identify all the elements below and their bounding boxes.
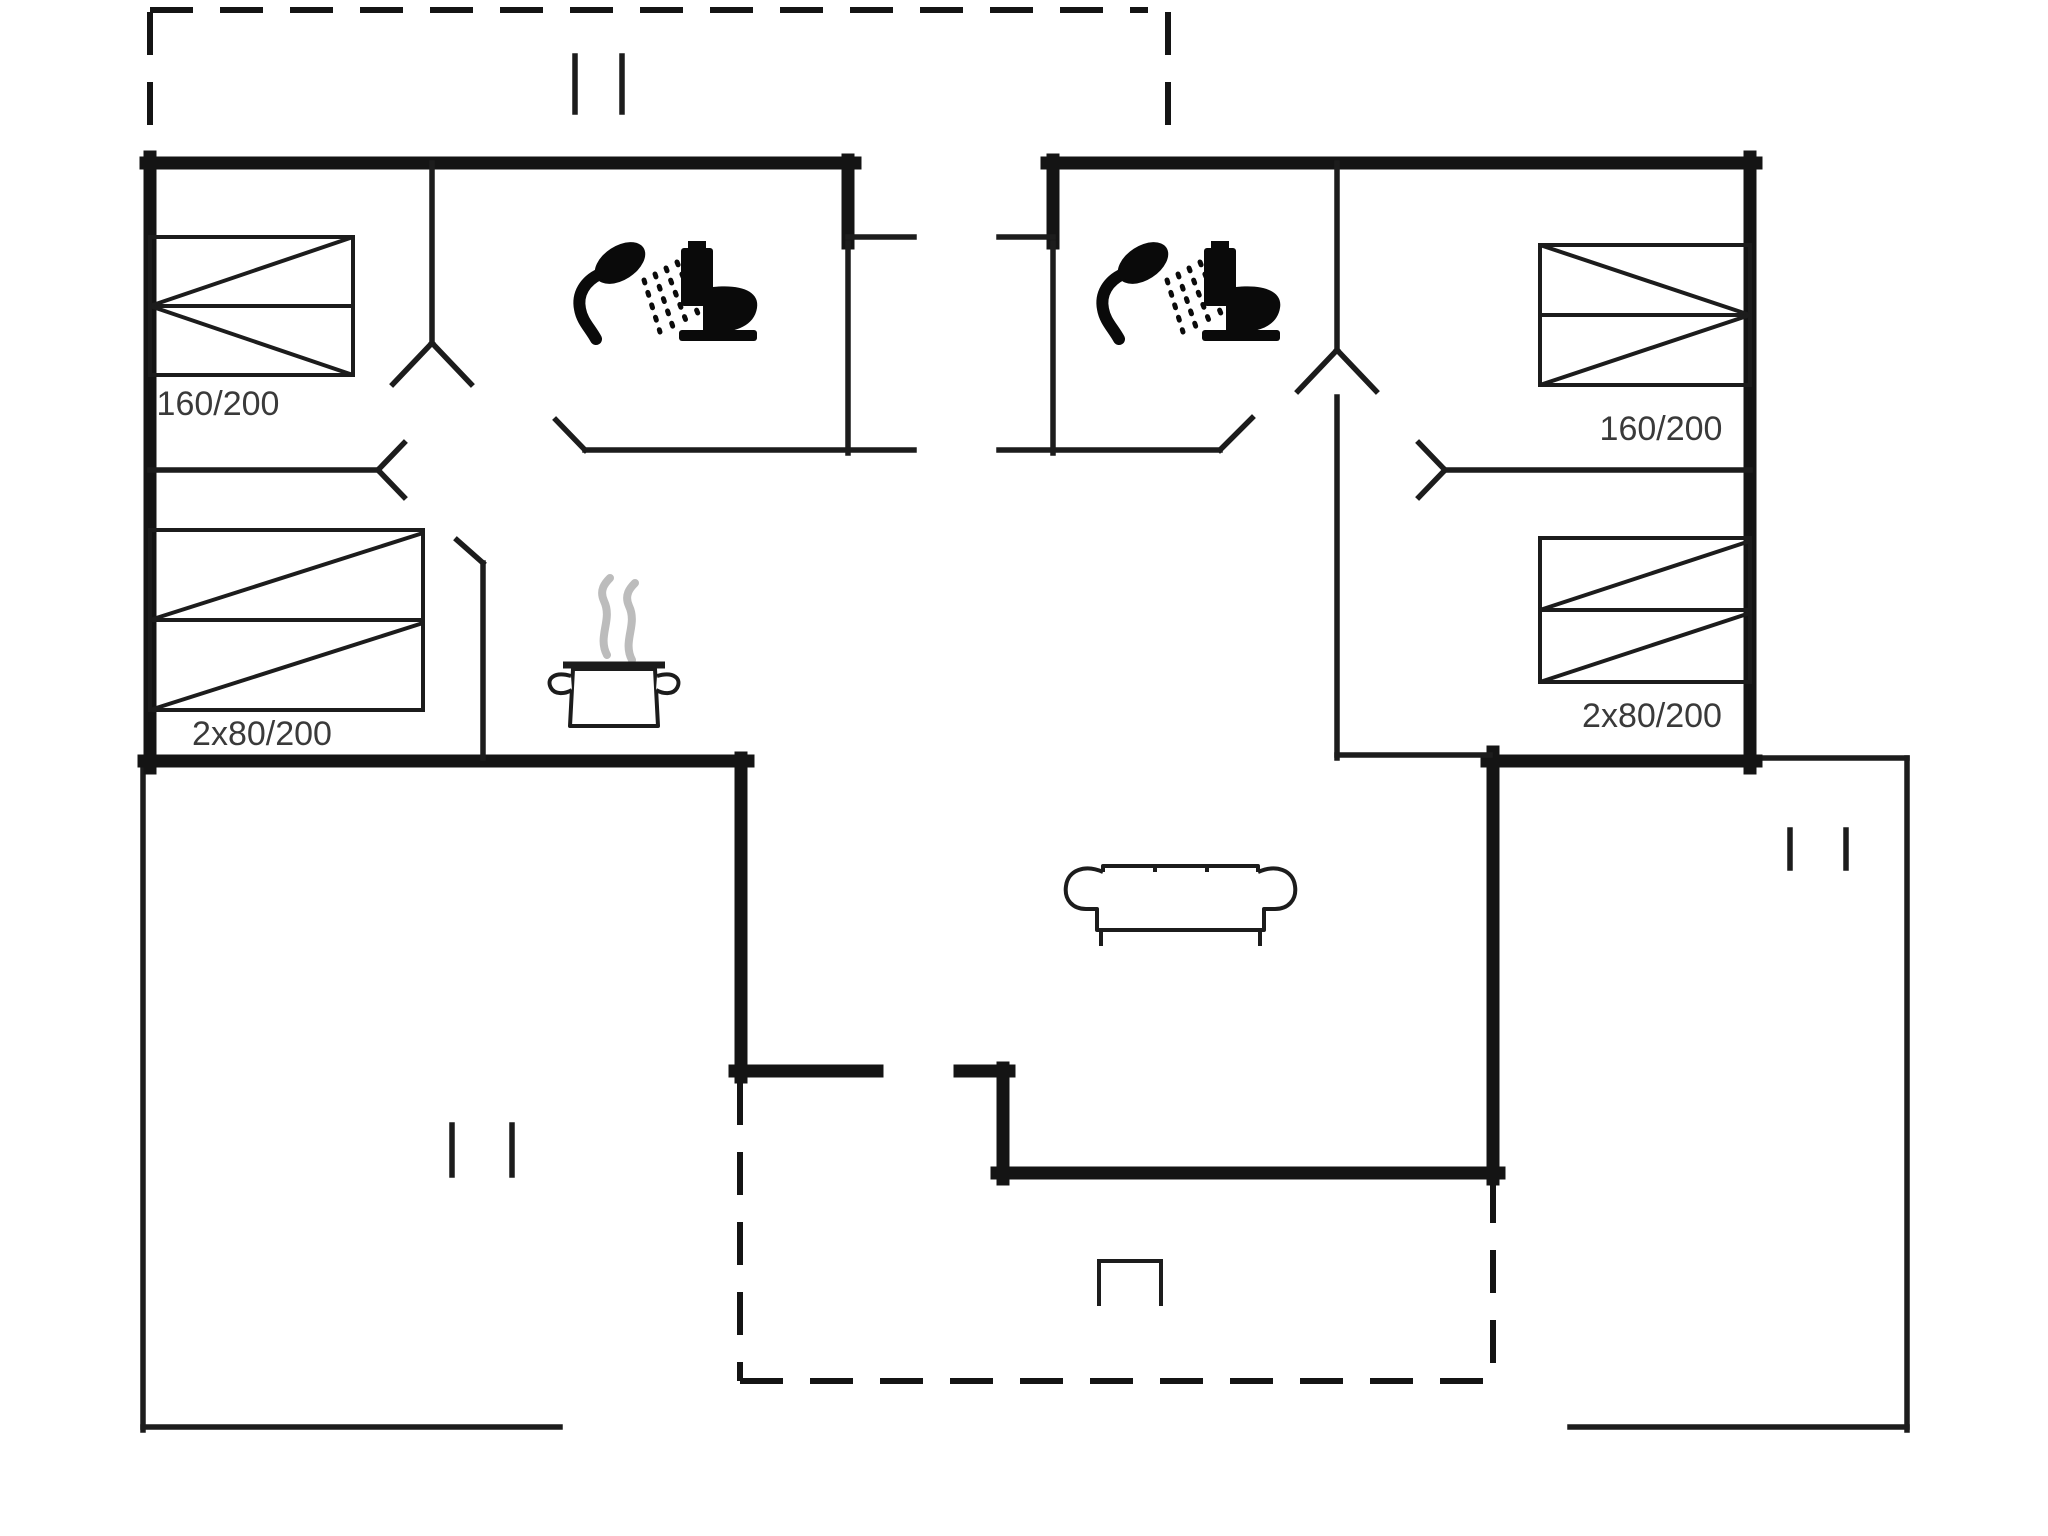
bed-diagonal-b — [149, 621, 424, 712]
bed-size-label-top-left: 160/200 — [157, 385, 280, 423]
bed-diagonal-b — [1539, 611, 1751, 684]
bedroom-bottom-left-door-leaf — [453, 536, 487, 567]
bed-top-left — [148, 235, 355, 377]
pot-handle-right — [655, 672, 681, 696]
bathroom-left-door-leaf — [552, 416, 589, 454]
steam-wisp — [598, 574, 614, 659]
toilet-icon — [1202, 241, 1281, 341]
sofa-icon — [1063, 864, 1298, 946]
bed-bottom-left — [148, 528, 425, 712]
bathroom-left-doors-leaf-b — [428, 339, 475, 388]
bed-diagonal-b — [149, 304, 354, 377]
bed-lower-half — [148, 618, 425, 712]
bed-size-label-top-right: 160/200 — [1600, 410, 1723, 448]
sofa-armrests-and-base — [1063, 866, 1298, 932]
terrace-top-dashed-outline — [147, 7, 1171, 157]
bed-diagonal-a — [1539, 539, 1751, 612]
bed-top-right — [1538, 243, 1752, 387]
bathroom-right-icons — [1096, 241, 1281, 345]
exterior-walls — [137, 150, 1763, 1186]
hall-right-door-leaf-b — [1415, 466, 1449, 501]
bed-diagonal-a — [1539, 243, 1751, 317]
bed-diagonal-a — [149, 235, 354, 308]
shower-icon — [573, 242, 704, 345]
side-terrace-boundaries — [140, 755, 1910, 1433]
pot-handle-left — [547, 672, 573, 696]
bed-diagonal-b — [1539, 313, 1751, 387]
bathroom-left-icons — [573, 241, 758, 345]
bed-bottom-right — [1538, 536, 1752, 684]
bed-lower-half — [1538, 608, 1752, 684]
bathroom-right-door-leaf — [1216, 414, 1256, 454]
pot-body — [568, 667, 660, 728]
window-ticks — [449, 53, 1849, 1178]
bathroom-left-doors-leaf-a — [389, 339, 436, 388]
toilet-icon — [679, 241, 758, 341]
terrace-bottom-dashed-outline — [737, 1082, 1496, 1384]
interior-walls — [147, 160, 1753, 761]
hall-right-door-leaf-a — [1415, 439, 1449, 474]
steam-wisp — [623, 579, 639, 664]
terrace-step-symbol — [1097, 1259, 1163, 1306]
bathroom-right-doors-leaf-a — [1294, 346, 1341, 395]
bed-size-label-bottom-right: 2x80/200 — [1582, 697, 1722, 735]
bathroom-right-doors-leaf-b — [1333, 346, 1380, 395]
bed-diagonal-a — [149, 531, 424, 622]
hall-left-door-leaf-a — [374, 439, 408, 474]
hall-left-door-leaf-b — [374, 466, 408, 501]
cooking-pot-icon — [547, 574, 681, 728]
bed-size-label-bottom-left: 2x80/200 — [192, 715, 332, 753]
shower-icon — [1096, 242, 1227, 345]
